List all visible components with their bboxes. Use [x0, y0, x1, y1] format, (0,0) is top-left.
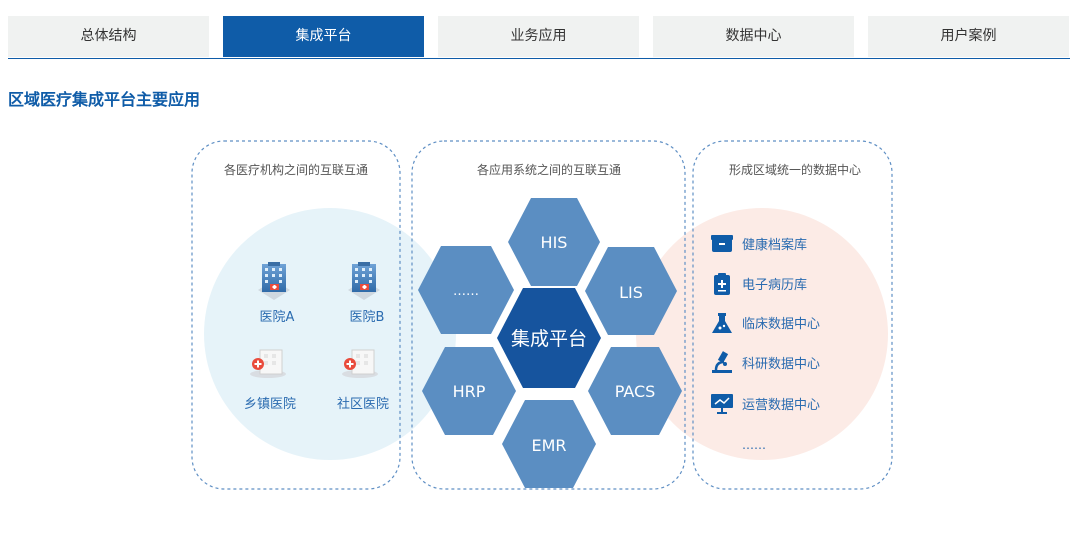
- data-item-label: 电子病历库: [742, 277, 807, 293]
- data-item-label: 临床数据中心: [742, 317, 820, 332]
- hexagon-his: [508, 198, 600, 286]
- middle-panel-frame: [411, 140, 686, 490]
- left-panel-frame: [191, 140, 401, 490]
- tab-bar: 总体结构 集成平台 业务应用 数据中心 用户案例: [8, 16, 1070, 59]
- right-panel-title: 形成区域统一的数据中心: [729, 162, 861, 177]
- data-item-label: 运营数据中心: [742, 398, 820, 413]
- clipboard-icon: [714, 273, 730, 295]
- archive-box-icon: [711, 235, 733, 252]
- system-label-his: HIS: [541, 233, 568, 252]
- data-item-label: 科研数据中心: [742, 357, 820, 372]
- system-label-pacs: PACS: [615, 382, 656, 401]
- presentation-board-icon: [711, 394, 733, 414]
- hexagon-more: [418, 246, 514, 334]
- middle-panel-title: 各应用系统之间的互联互通: [477, 162, 621, 177]
- tab-overall-structure[interactable]: 总体结构: [8, 16, 209, 57]
- right-panel-frame: [692, 140, 893, 490]
- community-hospital-label: 社区医院: [337, 396, 389, 412]
- tab-business-applications[interactable]: 业务应用: [438, 16, 639, 57]
- tab-integration-platform[interactable]: 集成平台: [223, 16, 424, 57]
- system-label-lis: LIS: [619, 283, 643, 302]
- hexagon-pacs: [588, 347, 682, 435]
- flask-icon: [712, 313, 732, 333]
- center-label: 集成平台: [511, 328, 587, 350]
- hospital-building-icon: [348, 262, 380, 300]
- clinic-icon: [250, 349, 286, 378]
- hospital-building-icon: [258, 262, 290, 300]
- left-background-circle: [204, 208, 456, 460]
- township-hospital-label: 乡镇医院: [244, 397, 296, 412]
- section-title: 区域医疗集成平台主要应用: [8, 90, 201, 109]
- tab-data-center[interactable]: 数据中心: [653, 16, 854, 57]
- hospital-b-label: 医院B: [350, 310, 385, 325]
- hexagon-emr: [502, 400, 596, 488]
- system-label-hrp: HRP: [453, 382, 486, 401]
- right-background-circle: [636, 208, 888, 460]
- data-item-more: ……: [742, 438, 766, 452]
- hexagon-lis: [585, 247, 677, 335]
- tab-user-cases[interactable]: 用户案例: [868, 16, 1069, 57]
- clinic-icon: [342, 349, 378, 378]
- system-label-more: ……: [453, 284, 479, 299]
- hexagon-hrp: [422, 347, 516, 435]
- left-panel-title: 各医疗机构之间的互联互通: [224, 162, 368, 177]
- hospital-a-label: 医院A: [260, 310, 295, 325]
- microscope-icon: [712, 351, 732, 373]
- hexagon-center: [497, 288, 601, 388]
- data-item-label: 健康档案库: [742, 237, 807, 253]
- system-label-emr: EMR: [531, 436, 566, 455]
